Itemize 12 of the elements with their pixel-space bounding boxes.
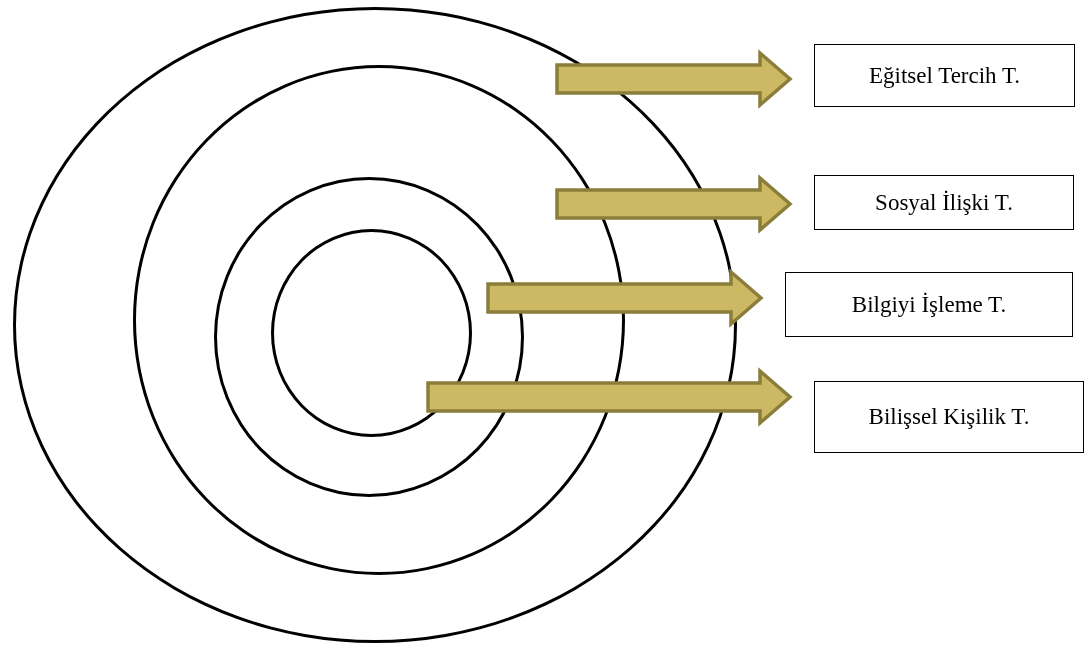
text-box: [814, 175, 1074, 230]
text-box: [814, 44, 1075, 107]
box-label: Eğitsel Tercih T.: [868, 62, 1021, 89]
block-arrow: [486, 268, 764, 328]
box-label: Bilişsel Kişilik T.: [868, 404, 1030, 430]
block-arrow: [426, 367, 793, 427]
text-box: [814, 381, 1084, 453]
block-arrow: [555, 49, 793, 109]
block-arrow: [555, 174, 793, 234]
box-label: Bilgiyi İşleme T.: [851, 291, 1007, 318]
box-label: Sosyal İlişki T.: [875, 189, 1013, 216]
text-box: [785, 272, 1073, 337]
